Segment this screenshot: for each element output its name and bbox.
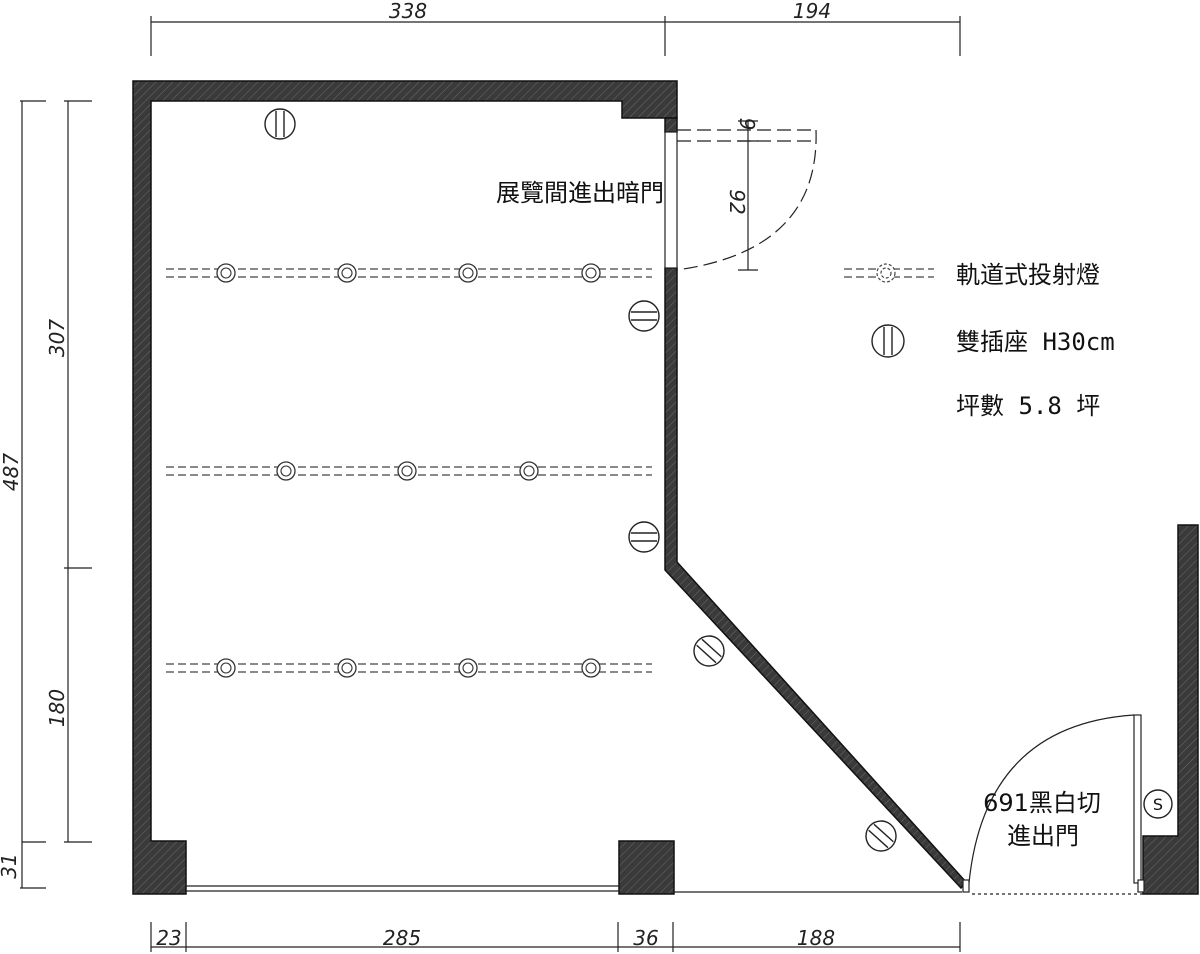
dim-door-92: 92 xyxy=(725,189,749,214)
switch-label: S xyxy=(1153,795,1163,814)
track-light-icon xyxy=(216,263,236,283)
double-outlet-icon xyxy=(264,108,296,140)
left-inner-dimension-line xyxy=(22,100,92,843)
dim-bottom-285: 285 xyxy=(383,926,421,950)
track-light-icon xyxy=(216,658,236,678)
double-outlet-icon xyxy=(871,324,905,358)
dim-left-31: 31 xyxy=(0,853,21,878)
track-light-icon xyxy=(337,263,357,283)
legend: 軌道式投射燈 雙插座 H30cm 坪數 5.8 坪 xyxy=(844,261,1115,420)
track-light-icon xyxy=(581,263,601,283)
track-light-fixtures xyxy=(216,263,601,678)
dim-door-9: 9 xyxy=(735,118,759,131)
switch-icon: S xyxy=(1143,789,1173,819)
dim-left-307: 307 xyxy=(45,319,69,357)
track-light-icon xyxy=(337,658,357,678)
track-light-icon xyxy=(458,263,478,283)
wall-right-diagonal xyxy=(664,267,967,890)
outlets xyxy=(264,108,897,852)
double-outlet-icon xyxy=(865,820,897,852)
wall-column xyxy=(618,840,675,895)
legend-outlet-label: 雙插座 H30cm xyxy=(956,328,1115,356)
wall-far-right xyxy=(1142,524,1199,895)
legend-track-light-label: 軌道式投射燈 xyxy=(956,261,1100,289)
entry-door-label-line2: 進出門 xyxy=(1007,822,1079,850)
entry-door-label-line1: 691黑白切 xyxy=(983,789,1101,817)
track-light-icon xyxy=(458,658,478,678)
legend-area-label: 坪數 5.8 坪 xyxy=(956,392,1100,420)
double-outlet-icon xyxy=(693,635,725,667)
dim-top-338: 338 xyxy=(389,0,427,23)
dim-bottom-23: 23 xyxy=(156,926,181,950)
hidden-door-label: 展覽間進出暗門 xyxy=(496,179,664,207)
dim-left-487: 487 xyxy=(0,453,23,491)
left-outer-dimension-line xyxy=(20,100,46,889)
entry-door xyxy=(962,714,1145,893)
track-light-icon xyxy=(844,263,934,283)
top-dimension-line xyxy=(150,16,961,56)
dim-left-180: 180 xyxy=(45,689,69,727)
wall-top-left xyxy=(132,80,678,895)
bottom-window-line xyxy=(186,885,1143,895)
track-light-icon xyxy=(519,461,539,481)
wall-door-jamb xyxy=(664,117,678,133)
double-outlet-icon xyxy=(628,521,660,553)
bottom-dimension-line xyxy=(150,922,961,952)
double-outlet-icon xyxy=(628,300,660,332)
dim-top-194: 194 xyxy=(793,0,831,23)
hidden-door xyxy=(664,120,817,271)
dim-bottom-188: 188 xyxy=(797,926,835,950)
track-light-icon xyxy=(397,461,417,481)
track-light-icon xyxy=(276,461,296,481)
track-light-icon xyxy=(581,658,601,678)
dim-bottom-36: 36 xyxy=(633,926,658,950)
